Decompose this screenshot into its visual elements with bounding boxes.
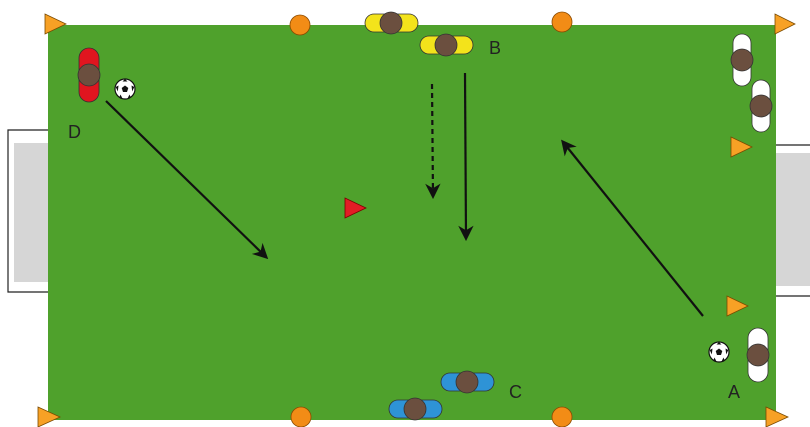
player-icon xyxy=(746,327,770,383)
disc-marker-icon xyxy=(289,11,573,427)
player-icon xyxy=(77,47,101,103)
cone-red-icon xyxy=(344,197,367,219)
player-icon xyxy=(364,11,419,35)
player-icon xyxy=(749,79,773,133)
player-icon xyxy=(440,370,495,394)
label-c: C xyxy=(509,382,522,402)
arrow-icon xyxy=(105,72,704,317)
player-icon xyxy=(388,397,443,421)
goal-left-icon xyxy=(7,129,48,293)
soccer-ball-icon xyxy=(114,78,136,100)
player-icon xyxy=(730,33,754,87)
label-b: B xyxy=(489,38,501,58)
goal-right-icon xyxy=(776,144,810,297)
label-a: A xyxy=(728,382,740,402)
pitch xyxy=(48,25,776,420)
soccer-ball-icon xyxy=(708,341,730,363)
cone-icon xyxy=(37,13,796,427)
label-d: D xyxy=(68,122,81,142)
player-icon xyxy=(419,33,474,57)
